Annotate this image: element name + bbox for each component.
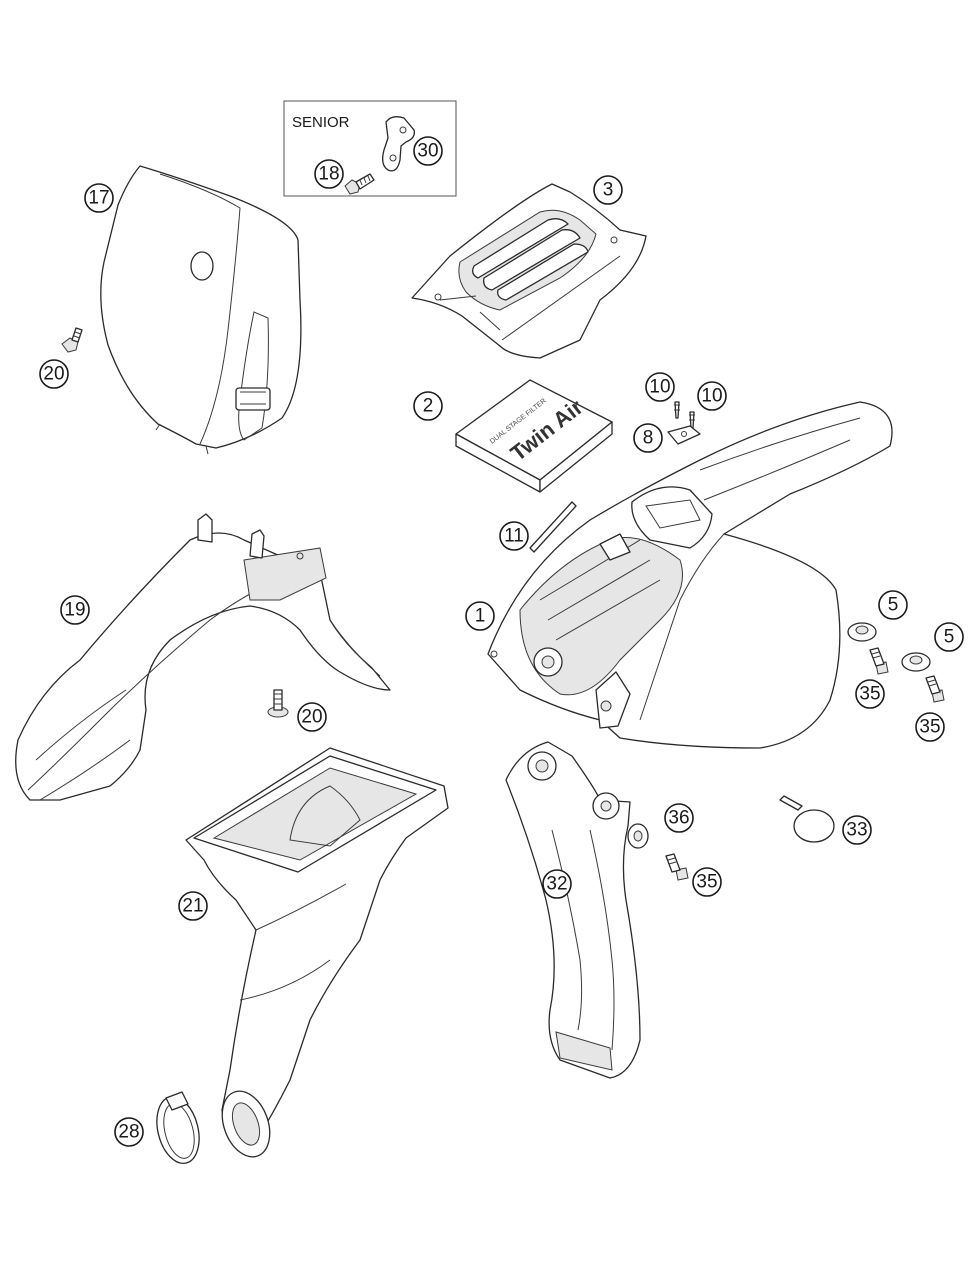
callout-11: 11 bbox=[499, 521, 529, 551]
callout-33: 33 bbox=[842, 815, 872, 845]
svg-text:30: 30 bbox=[417, 141, 438, 162]
airbox-cover bbox=[411, 183, 647, 359]
callout-35-right: 35 bbox=[915, 712, 945, 742]
svg-text:35: 35 bbox=[919, 717, 940, 738]
callout-1: 1 bbox=[465, 601, 495, 631]
washer-part bbox=[901, 652, 931, 672]
svg-text:11: 11 bbox=[504, 526, 524, 547]
screw-part bbox=[869, 647, 889, 675]
svg-text:17: 17 bbox=[88, 188, 109, 209]
callout-2: 2 bbox=[413, 391, 443, 421]
svg-text:2: 2 bbox=[423, 396, 434, 417]
side-number-plate bbox=[100, 165, 302, 455]
callout-5-right: 5 bbox=[934, 622, 964, 652]
callout-17: 17 bbox=[84, 183, 114, 213]
cable-tie bbox=[779, 795, 835, 843]
svg-text:3: 3 bbox=[603, 180, 614, 201]
svg-text:5: 5 bbox=[888, 595, 899, 616]
bolt-part bbox=[61, 327, 83, 353]
senior-inset: SENIOR bbox=[283, 100, 457, 197]
svg-text:5: 5 bbox=[944, 627, 955, 648]
front-fender bbox=[15, 513, 391, 801]
callout-19: 19 bbox=[60, 595, 90, 625]
seal-strip bbox=[529, 501, 577, 553]
svg-text:28: 28 bbox=[118, 1122, 139, 1143]
callout-21: 21 bbox=[178, 891, 208, 921]
svg-text:21: 21 bbox=[182, 896, 203, 917]
side-air-duct bbox=[505, 741, 641, 1079]
svg-text:20: 20 bbox=[43, 364, 64, 385]
svg-text:32: 32 bbox=[546, 874, 567, 895]
svg-text:33: 33 bbox=[846, 820, 867, 841]
callout-30: 30 bbox=[413, 136, 443, 166]
screw-part bbox=[665, 853, 689, 881]
callout-36: 36 bbox=[664, 803, 694, 833]
callout-5-left: 5 bbox=[878, 590, 908, 620]
intake-boot bbox=[185, 747, 449, 1158]
svg-text:19: 19 bbox=[64, 600, 85, 621]
washer-part bbox=[627, 823, 649, 849]
callout-10-right: 10 bbox=[697, 381, 727, 411]
svg-text:20: 20 bbox=[301, 707, 322, 728]
air-filter: Twin Air DUAL STAGE FILTER bbox=[455, 379, 613, 493]
svg-text:1: 1 bbox=[475, 606, 486, 627]
svg-text:36: 36 bbox=[668, 808, 689, 829]
svg-text:8: 8 bbox=[643, 428, 654, 449]
senior-inset-label: SENIOR bbox=[292, 114, 350, 131]
callout-3: 3 bbox=[593, 175, 623, 205]
callout-35-middle: 35 bbox=[692, 867, 722, 897]
bolt-part bbox=[267, 689, 289, 718]
rear-fender bbox=[487, 401, 893, 749]
callout-8: 8 bbox=[633, 423, 663, 453]
callout-32: 32 bbox=[542, 869, 572, 899]
svg-text:10: 10 bbox=[701, 386, 722, 407]
bolt-part bbox=[344, 173, 375, 195]
callout-20-upper: 20 bbox=[39, 359, 69, 389]
screw-part bbox=[925, 675, 945, 703]
bracket-part bbox=[382, 116, 415, 172]
svg-text:10: 10 bbox=[649, 377, 670, 398]
svg-text:35: 35 bbox=[696, 872, 717, 893]
callout-10-left: 10 bbox=[645, 372, 675, 402]
clip-part bbox=[667, 425, 701, 445]
callout-20-lower: 20 bbox=[297, 702, 327, 732]
callout-28: 28 bbox=[114, 1117, 144, 1147]
svg-text:35: 35 bbox=[859, 684, 880, 705]
washer-part bbox=[847, 622, 877, 642]
hose-clamp bbox=[156, 1091, 200, 1164]
screw-part bbox=[674, 401, 680, 419]
svg-text:18: 18 bbox=[318, 164, 339, 185]
callout-35-left: 35 bbox=[855, 679, 885, 709]
callout-18: 18 bbox=[314, 159, 344, 189]
